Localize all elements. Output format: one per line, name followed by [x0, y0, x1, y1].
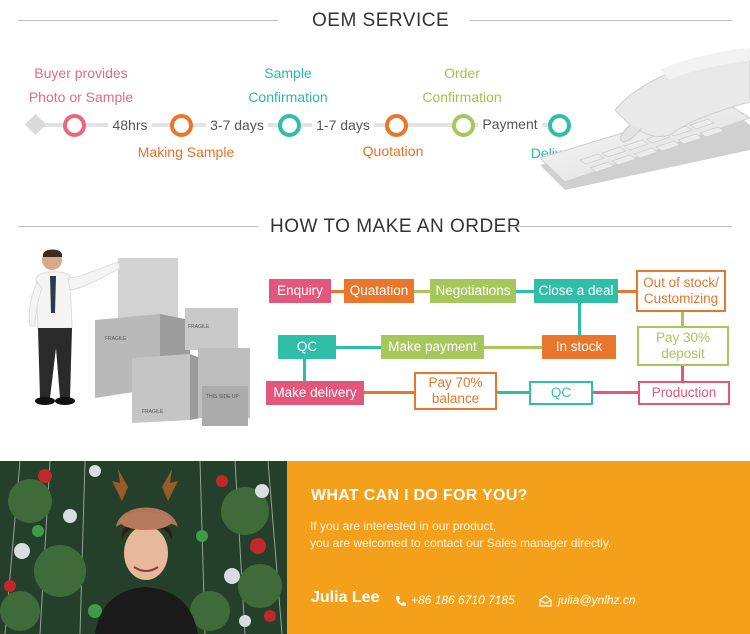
connector: [484, 346, 542, 349]
timeline-track: [36, 123, 568, 127]
step-quotation: Quotation: [362, 143, 424, 159]
contact-banner: WHAT CAN I DO FOR YOU? If you are intere…: [287, 461, 750, 634]
step-label-line2: Photo or Sample: [28, 89, 134, 105]
step-sample-confirmation: Sample Confirmation: [238, 61, 338, 109]
connector: [593, 391, 638, 394]
box-this-side-up-label: THIS SIDE UP: [206, 394, 239, 400]
connector: [516, 290, 534, 293]
step-label-line1: Buyer provides: [34, 65, 128, 81]
flow-make-payment: Make payment: [381, 335, 484, 359]
contact-text-line1: If you are interested in our product,: [310, 519, 497, 533]
box-fragile-label: FRAGILE: [142, 409, 164, 415]
flow-enquiry: Enquiry: [269, 279, 331, 303]
contact-text-line2: you are welcomed to contact our Sales ma…: [310, 536, 612, 550]
contact-email[interactable]: julia@ynlhz.cn: [558, 593, 636, 607]
timeline-node-5: [452, 114, 475, 137]
step-label-line1: Sample: [264, 65, 312, 81]
businessman-boxes-illustration: FRAGILE FRAGILE FRAGILE THIS SIDE UP: [28, 249, 250, 426]
timeline-node-4: [385, 114, 408, 137]
flow-qc-bottom: QC: [529, 381, 593, 405]
connector: [578, 302, 581, 336]
timeline-node-6: [548, 114, 571, 137]
keyboard-hand-illustration: [539, 48, 750, 190]
contact-title: WHAT CAN I DO FOR YOU?: [311, 487, 528, 504]
flow-in-stock: In stock: [542, 335, 616, 359]
duration-3-7-days: 3-7 days: [206, 113, 268, 137]
order-title-rule-left: [18, 226, 258, 227]
flow-quatation: Quatation: [344, 279, 414, 303]
contact-phone[interactable]: +86 186 6710 7185: [411, 593, 515, 607]
contact-name: Julia Lee: [311, 589, 380, 606]
flow-pay-30-deposit: Pay 30% deposit: [637, 326, 729, 366]
order-title-rule-right: [510, 226, 732, 227]
connector: [681, 366, 684, 382]
flow-close-a-deal: Close a deal: [534, 279, 618, 303]
oem-title-rule-right: [470, 20, 732, 21]
flow-negotiations: Negotiations: [430, 279, 516, 303]
flow-make-delivery: Make delivery: [266, 381, 364, 405]
step-order-confirmation: Order Confirmation: [412, 61, 512, 109]
step-label-line2: Confirmation: [248, 89, 328, 105]
step-buyer-provides: Buyer provides Photo or Sample: [20, 61, 142, 109]
timeline-node-3: [278, 114, 301, 137]
connector: [414, 290, 430, 293]
connector: [303, 358, 306, 382]
timeline-node-2: [170, 114, 193, 137]
step-making-sample: Making Sample: [137, 144, 235, 160]
box-fragile-label: FRAGILE: [188, 324, 210, 330]
step-label-line1: Order: [444, 65, 480, 81]
step-label-line2: Confirmation: [422, 89, 502, 105]
flow-out-of-stock: Out of stock/ Customizing: [636, 270, 726, 312]
timeline-node-1: [63, 114, 86, 137]
email-icon: [539, 594, 552, 612]
duration-payment: Payment: [478, 112, 542, 136]
order-section-title: HOW TO MAKE AN ORDER: [270, 216, 522, 237]
sales-manager-photo: [0, 461, 287, 634]
oem-section-title: OEM SERVICE: [312, 10, 450, 31]
phone-icon: [395, 594, 407, 612]
duration-48hrs: 48hrs: [108, 113, 152, 137]
timeline-start-marker: [24, 113, 47, 136]
connector: [497, 391, 529, 394]
flow-qc-top: QC: [278, 335, 336, 359]
connector: [364, 391, 414, 394]
connector: [618, 290, 636, 293]
box-fragile-label: FRAGILE: [105, 336, 127, 342]
connector: [681, 310, 684, 326]
connector: [330, 290, 344, 293]
duration-1-7-days: 1-7 days: [312, 113, 374, 137]
flow-production: Production: [638, 381, 730, 405]
connector: [335, 346, 381, 349]
oem-title-rule-left: [18, 20, 278, 21]
flow-pay-70-balance: Pay 70% balance: [414, 372, 497, 410]
